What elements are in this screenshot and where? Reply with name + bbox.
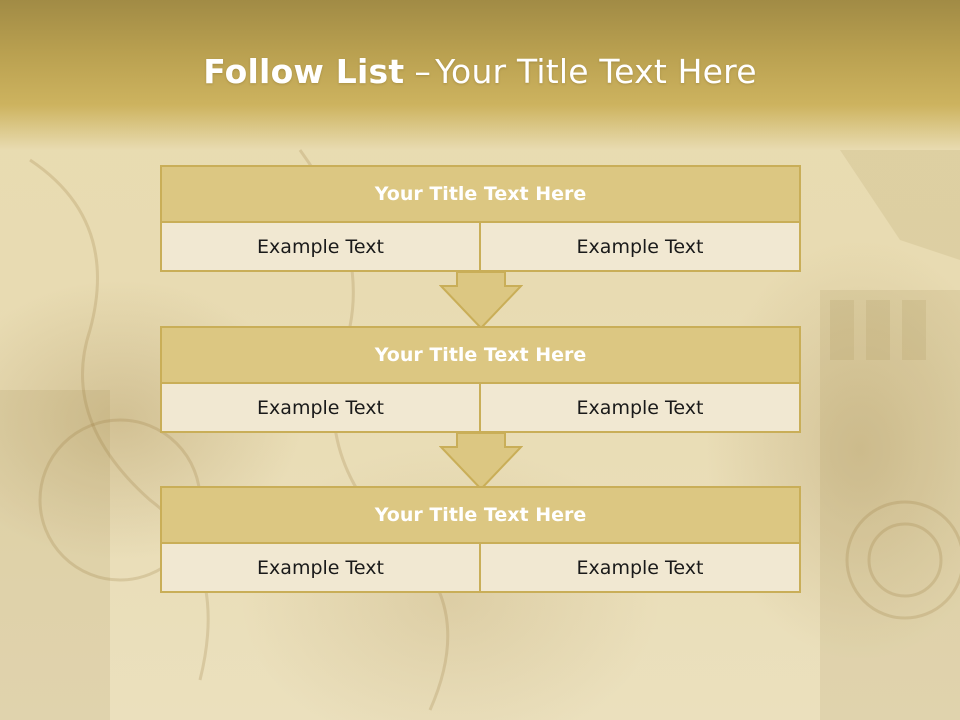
block-cell-right: Example Text xyxy=(479,221,801,272)
block-cell-left: Example Text xyxy=(160,382,481,433)
down-arrow-icon xyxy=(439,271,523,330)
block-title: Your Title Text Here xyxy=(160,165,801,223)
block-title: Your Title Text Here xyxy=(160,326,801,384)
list-block-1: Your Title Text Here Example Text Exampl… xyxy=(160,165,801,272)
block-cell-right: Example Text xyxy=(479,382,801,433)
page-title-rest: Your Title Text Here xyxy=(435,52,757,91)
block-cell-left: Example Text xyxy=(160,221,481,272)
block-cell-right: Example Text xyxy=(479,542,801,593)
page-title: Follow List–Your Title Text Here xyxy=(0,52,960,91)
title-band xyxy=(0,0,960,150)
block-title: Your Title Text Here xyxy=(160,486,801,544)
block-cell-left: Example Text xyxy=(160,542,481,593)
down-arrow-icon xyxy=(439,432,523,491)
list-block-3: Your Title Text Here Example Text Exampl… xyxy=(160,486,801,593)
list-block-2: Your Title Text Here Example Text Exampl… xyxy=(160,326,801,433)
page-title-separator: – xyxy=(414,52,432,91)
page-title-bold: Follow List xyxy=(203,52,405,91)
